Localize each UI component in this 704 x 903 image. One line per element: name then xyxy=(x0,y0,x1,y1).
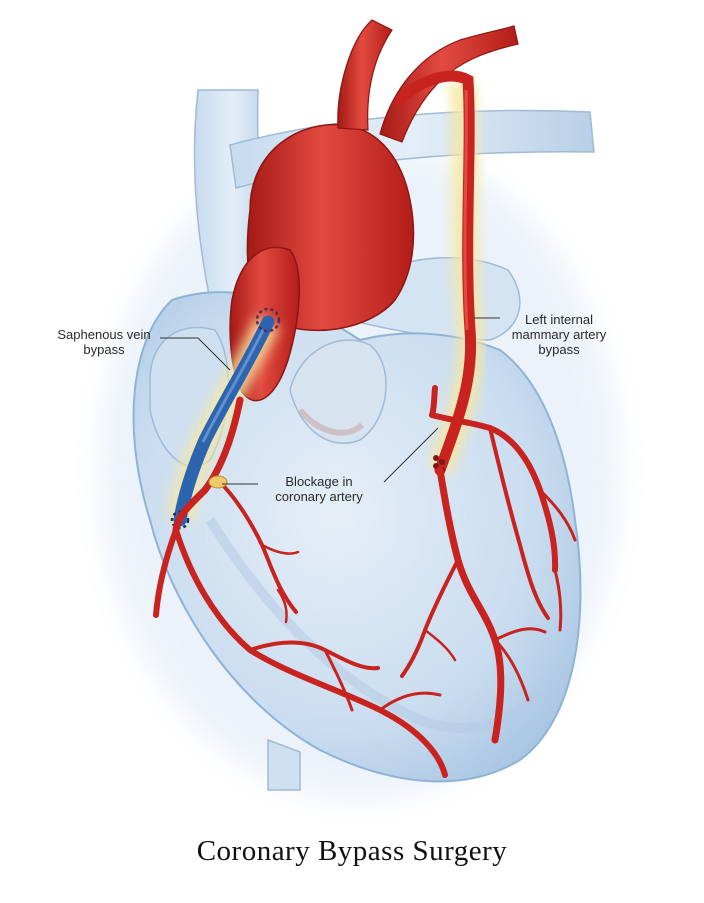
lima-graft-highlight xyxy=(463,89,469,331)
ivc-stub xyxy=(267,738,301,791)
label-saphenous-vein-bypass: Saphenous vein bypass xyxy=(57,327,151,357)
lima-graft xyxy=(394,70,477,476)
saphenous-graft-highlight xyxy=(201,329,265,443)
brachiocephalic-artery xyxy=(337,19,393,131)
figure-caption: Coronary Bypass Surgery xyxy=(196,835,508,867)
label-blockage-coronary-artery: Blockage in coronary artery xyxy=(275,474,363,504)
blockage-plaque xyxy=(208,475,228,489)
heart-shading xyxy=(205,517,545,733)
coronary-arteries xyxy=(153,385,577,778)
suture-aorta xyxy=(255,307,281,333)
label-left-internal-mammary-artery-bypass: Left internal mammary artery bypass xyxy=(511,312,607,357)
leader-lines xyxy=(160,317,500,485)
pulmonary-trunk xyxy=(289,339,387,445)
pulmonary-trunk-shadow xyxy=(297,408,364,436)
carotid-artery xyxy=(379,25,519,143)
